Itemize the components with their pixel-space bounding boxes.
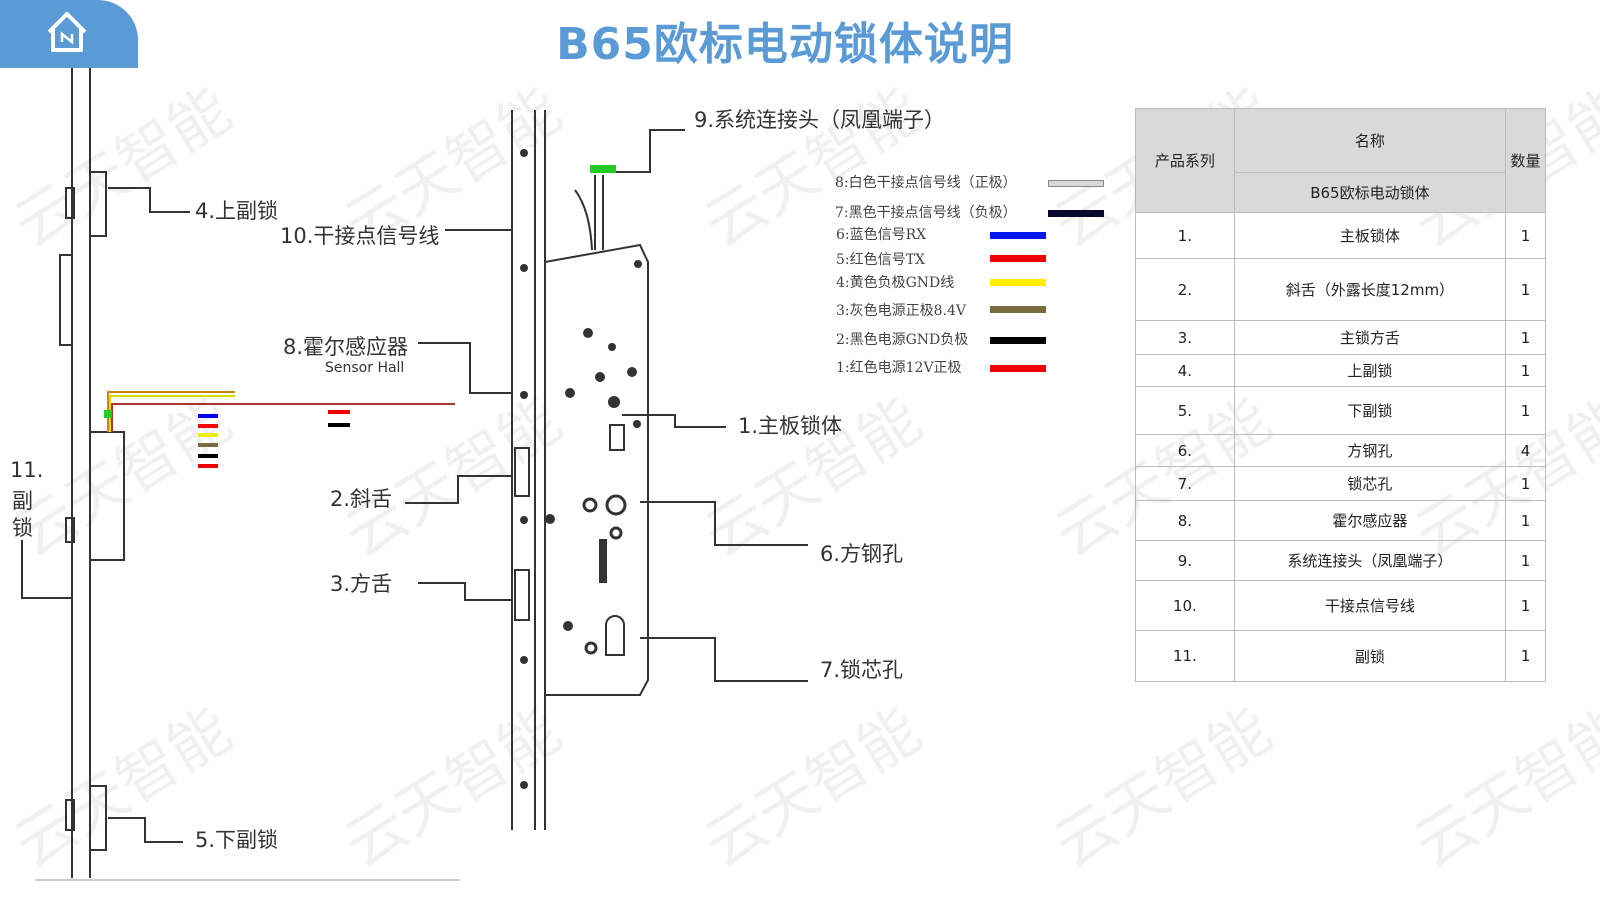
label-deadbolt: 3.方舌 (330, 572, 393, 596)
wire-color-swatch (990, 255, 1046, 262)
cell-no: 9. (1135, 540, 1235, 581)
wire-color-swatch (990, 279, 1046, 286)
cell-name: 系统连接头（凤凰端子） (1233, 540, 1507, 581)
cell-name: 主板锁体 (1233, 212, 1507, 259)
wire-legend-label: 4:黄色负极GND线 (836, 275, 955, 291)
wire-color-swatch (990, 337, 1046, 344)
cell-qty: 1 (1505, 386, 1546, 435)
label-sub-lock-char1: 副 (12, 489, 33, 513)
cell-qty: 1 (1505, 540, 1546, 581)
home-logo-icon (47, 12, 87, 52)
logo (0, 0, 138, 68)
watermark: 云天智能 (1402, 694, 1600, 882)
cell-no: 1. (1135, 212, 1235, 259)
cell-no: 7. (1135, 466, 1235, 501)
wire-legend-label: 7:黑色干接点信号线（负极） (835, 205, 1017, 221)
cell-no: 8. (1135, 500, 1235, 541)
wire-color-swatch (990, 306, 1046, 313)
label-dry-contact-wire: 10.干接点信号线 (280, 224, 440, 248)
cell-no: 11. (1135, 630, 1235, 682)
cell-name: 下副锁 (1233, 386, 1507, 435)
label-sub-lock-char2: 锁 (12, 516, 33, 540)
cell-name: 霍尔感应器 (1233, 500, 1507, 541)
header-series: 产品系列 (1135, 108, 1235, 213)
cell-name: 主锁方舌 (1233, 320, 1507, 355)
wire-color-swatch (1048, 180, 1104, 187)
cell-name: 方钢孔 (1233, 434, 1507, 467)
label-main-lock: 1.主板锁体 (738, 414, 843, 438)
wire-legend-label: 5:红色信号TX (836, 252, 925, 268)
cell-no: 6. (1135, 434, 1235, 467)
header-name: 名称 (1233, 108, 1507, 173)
cell-qty: 1 (1505, 320, 1546, 355)
wire-legend-label: 3:灰色电源正极8.4V (836, 303, 966, 319)
cell-name: 上副锁 (1233, 354, 1507, 387)
cell-qty: 1 (1505, 258, 1546, 321)
cell-qty: 1 (1505, 354, 1546, 387)
label-upper-sub-lock: 4.上副锁 (195, 199, 279, 223)
wire-color-swatch (1048, 210, 1104, 217)
wire-legend-label: 2:黑色电源GND负极 (836, 332, 969, 348)
cell-name: 副锁 (1233, 630, 1507, 682)
cell-qty: 1 (1505, 500, 1546, 541)
wire-color-swatch (990, 365, 1046, 372)
label-lower-sub-lock: 5.下副锁 (195, 828, 279, 852)
cell-no: 4. (1135, 354, 1235, 387)
label-spindle-hole: 6.方钢孔 (820, 542, 904, 566)
cell-qty: 1 (1505, 630, 1546, 682)
label-latch: 2.斜舌 (330, 487, 393, 511)
label-hall-sensor-en: Sensor Hall (325, 360, 405, 376)
cell-qty: 1 (1505, 212, 1546, 259)
table-row: 9.系统连接头（凤凰端子）1 (1135, 540, 1546, 581)
label-sub-lock-num: 11. (10, 458, 44, 482)
cell-qty: 1 (1505, 466, 1546, 501)
table-row: 2.斜舌（外露长度12mm）1 (1135, 258, 1546, 321)
series-value: B65欧标电动锁体 (1233, 172, 1507, 213)
wire-legend-label: 8:白色干接点信号线（正极） (835, 175, 1017, 191)
lock-diagram (21, 68, 808, 881)
cell-no: 5. (1135, 386, 1235, 435)
page-title: B65欧标电动锁体说明 (556, 19, 1014, 70)
label-cylinder-hole: 7.锁芯孔 (820, 658, 904, 682)
cell-name: 斜舌（外露长度12mm） (1233, 258, 1507, 321)
wire-legend-label: 1:红色电源12V正极 (836, 360, 962, 376)
cell-name: 锁芯孔 (1233, 466, 1507, 501)
cell-no: 2. (1135, 258, 1235, 321)
cell-qty: 4 (1505, 434, 1546, 467)
wire-legend-label: 6:蓝色信号RX (836, 227, 927, 243)
cell-no: 10. (1135, 580, 1235, 631)
label-hall-sensor: 8.霍尔感应器 (283, 335, 409, 359)
wire-color-swatch (990, 232, 1046, 239)
cell-no: 3. (1135, 320, 1235, 355)
cell-name: 干接点信号线 (1233, 580, 1507, 631)
label-connector: 9.系统连接头（凤凰端子） (694, 108, 946, 132)
cell-qty: 1 (1505, 580, 1546, 631)
header-qty: 数量 (1505, 108, 1546, 213)
